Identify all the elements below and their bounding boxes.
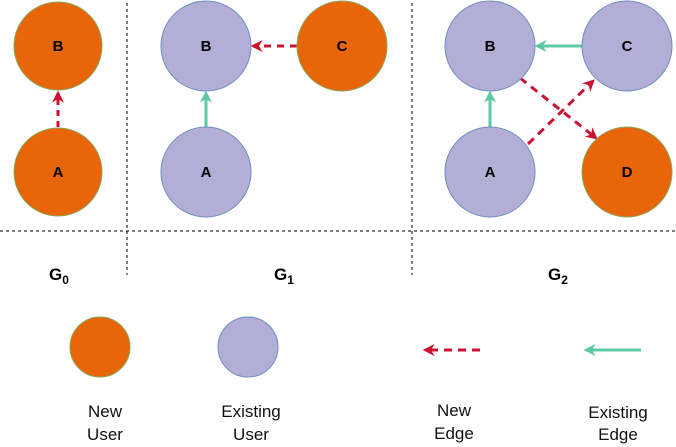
node-b: B: [13, 1, 103, 91]
node-d: D: [581, 126, 673, 218]
node-a: A: [13, 127, 103, 217]
node-d-label: D: [622, 164, 633, 181]
node-c-label: C: [337, 38, 348, 55]
node-a: A: [160, 126, 252, 218]
legend-existing-edge-line1: Existing: [588, 403, 648, 422]
legend-new-edge: New Edge: [422, 344, 480, 443]
graph-label-g1: G1: [274, 265, 294, 287]
graph-label-g2: G2: [548, 265, 568, 287]
node-c: C: [296, 0, 388, 92]
edge-a-to-c-new: [526, 79, 595, 146]
legend-new-user-line2: User: [87, 425, 123, 444]
legend-new-user-swatch: [69, 316, 131, 378]
legend: New User Existing User New Edge Existing…: [69, 316, 648, 444]
node-a-label: A: [201, 164, 212, 181]
edge-b-to-d-new: [519, 76, 598, 140]
graph-g0: B A G0: [13, 1, 103, 287]
node-a: A: [444, 126, 536, 218]
node-b-label: B: [53, 38, 64, 55]
legend-new-user: New User: [69, 316, 131, 444]
node-c-label: C: [622, 38, 633, 55]
legend-existing-user-line2: User: [233, 425, 269, 444]
node-b: B: [160, 0, 252, 92]
legend-new-edge-line1: New: [437, 401, 472, 420]
node-c: C: [581, 0, 673, 92]
legend-existing-edge: Existing Edge: [583, 344, 648, 444]
node-a-label: A: [53, 164, 64, 181]
legend-new-edge-line2: Edge: [434, 424, 474, 443]
legend-existing-edge-line2: Edge: [598, 425, 638, 444]
node-a-label: A: [485, 164, 496, 181]
legend-existing-user-swatch: [217, 316, 279, 378]
legend-existing-user-line1: Existing: [221, 402, 281, 421]
graph-g2: B C A D G2: [444, 0, 673, 287]
legend-existing-user: Existing User: [217, 316, 281, 444]
legend-new-user-line1: New: [88, 402, 123, 421]
graph-g1: B C A G1: [160, 0, 388, 287]
node-b-label: B: [201, 38, 212, 55]
node-b: B: [444, 0, 536, 92]
graph-label-g0: G0: [49, 265, 69, 287]
node-b-label: B: [485, 38, 496, 55]
